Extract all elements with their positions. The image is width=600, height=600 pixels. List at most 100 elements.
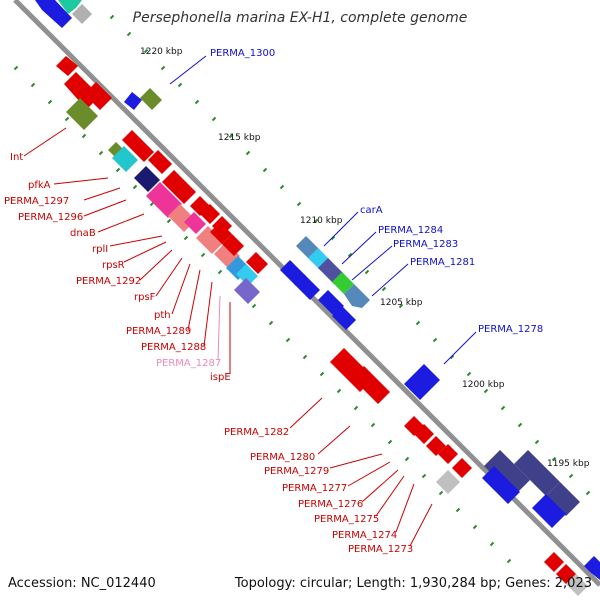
scale-tick [489,541,495,547]
gene-label[interactable]: PERMA_1282 [224,427,289,438]
forward-gene-labels [169,55,477,365]
map-title: Persephonella marina EX-H1, complete gen… [133,10,468,26]
gene-arrow[interactable] [184,212,206,234]
gene-label[interactable]: PERMA_1275 [314,514,379,525]
gene-arrow[interactable] [236,264,258,286]
scale-tick [13,65,19,71]
gene-arrow[interactable] [452,458,472,478]
gene-arrow[interactable] [404,364,440,400]
gene-label[interactable]: PERMA_1280 [250,452,315,463]
gene-arrow[interactable] [35,0,72,28]
gene-label[interactable]: PERMA_1287 [156,358,221,369]
gene-arrow[interactable] [352,366,390,404]
gene-arrow[interactable] [122,130,154,162]
scale-tick [313,218,319,224]
gene-label[interactable]: PERMA_1277 [282,483,347,494]
gene-label[interactable]: PERMA_1283 [393,239,458,250]
scale-tick [279,184,285,190]
gene-label[interactable]: dnaB [70,228,96,239]
gene-arrow[interactable] [332,306,356,330]
gene-arrow[interactable] [222,234,244,256]
gene-arrow[interactable] [72,4,92,24]
gene-label[interactable]: rpsR [102,260,125,271]
gene-arrow[interactable] [124,92,142,110]
gene-arrow[interactable] [84,82,112,110]
scale-tick [364,269,370,275]
gene-arrow[interactable] [344,284,370,308]
gene-label[interactable]: rplI [92,244,108,255]
gene-label[interactable]: PERMA_1288 [141,342,206,353]
gene-arrow[interactable] [162,170,196,204]
gene-arrow[interactable] [484,450,530,496]
scale-tick [415,320,421,326]
tick-track-outer [109,14,591,496]
scale-tick [551,456,557,462]
scale-tick [177,82,183,88]
gene-arrow[interactable] [318,290,344,316]
scale-tick [228,133,234,139]
gene-arrow[interactable] [436,470,460,494]
gene-label[interactable]: ispE [210,372,231,383]
scale-tick [166,218,172,224]
gene-label[interactable]: carA [360,205,383,216]
gene-label[interactable]: pfkA [28,180,51,191]
gene-arrow[interactable] [140,88,162,110]
gene-arrow[interactable] [294,274,320,300]
gene-arrow[interactable] [246,252,268,274]
scale-tick [483,388,489,394]
scale-tick [64,116,70,122]
gene-arrow[interactable] [66,98,98,130]
gene-arrow[interactable] [532,494,566,528]
gene-arrow[interactable] [438,444,458,464]
gene-arrow[interactable] [482,466,520,504]
gene-arrow[interactable] [584,556,600,580]
scale-tick [432,337,438,343]
scale-tick [194,99,200,105]
gene-arrow[interactable] [56,56,78,76]
gene-arrow[interactable] [148,150,172,174]
scale-tick [262,167,268,173]
gene-label[interactable]: PERMA_1296 [18,212,83,223]
gene-label[interactable]: PERMA_1276 [298,499,363,510]
kbp-label: 1205 kbp [380,298,423,308]
gene-arrow[interactable] [544,552,564,572]
gene-label[interactable]: PERMA_1281 [410,257,475,268]
gene-label[interactable]: pth [154,310,171,321]
scale-tick [268,320,274,326]
gene-arrow[interactable] [414,424,434,444]
gene-arrow[interactable] [200,204,220,224]
gene-label[interactable]: PERMA_1279 [264,466,329,477]
kbp-label: 1215 kbp [218,133,261,143]
gene-arrow[interactable] [234,278,260,304]
gene-label[interactable]: PERMA_1274 [332,530,397,541]
gene-arrow[interactable] [566,574,588,596]
scale-tick [126,31,132,37]
gene-label[interactable]: PERMA_1300 [210,48,275,59]
gene-arrow[interactable] [332,272,354,294]
scale-tick [30,82,36,88]
gene-arrow[interactable] [546,482,580,516]
gene-arrow[interactable] [58,0,82,14]
gene-arrow[interactable] [146,182,182,218]
gene-arrow[interactable] [134,166,160,192]
forward-gene-label-text: PERMA_1300 carA PERMA_1284 PERMA_1283 PE… [210,48,543,335]
gene-arrow[interactable] [514,450,560,496]
gene-arrow[interactable] [210,222,232,244]
gene-label[interactable]: rpsF [134,292,156,303]
gene-label[interactable]: PERMA_1284 [378,225,443,236]
scale-tick [81,133,87,139]
scale-tick [109,14,115,20]
gene-arrow[interactable] [196,226,224,254]
gene-arrow[interactable] [112,146,138,172]
gene-label[interactable]: PERMA_1292 [76,276,141,287]
gene-label[interactable]: Int [10,152,23,163]
scale-tick [438,490,444,496]
gene-label[interactable]: PERMA_1297 [4,196,69,207]
gene-label[interactable]: PERMA_1273 [348,544,413,555]
scale-tick [506,558,512,564]
scale-tick [466,371,472,377]
scale-tick [472,524,478,530]
gene-label[interactable]: PERMA_1278 [478,324,543,335]
reverse-strand-genes [56,56,600,596]
gene-label[interactable]: PERMA_1289 [126,326,191,337]
